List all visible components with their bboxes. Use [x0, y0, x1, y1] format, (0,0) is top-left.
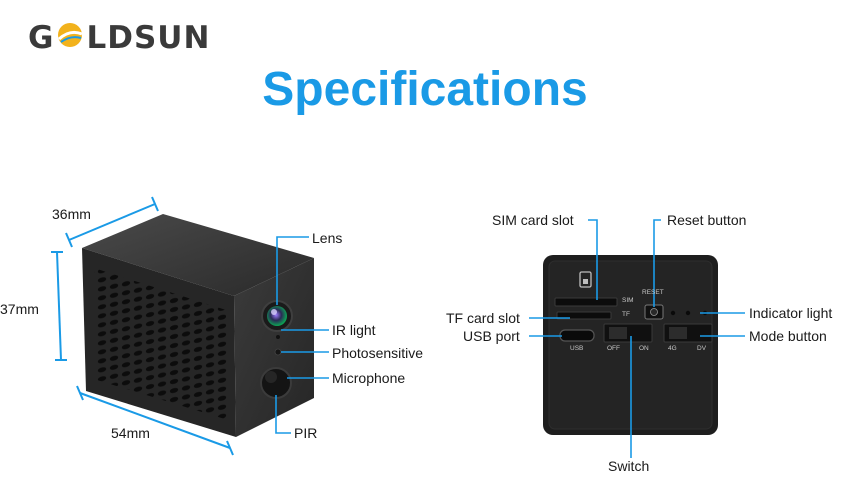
usb-mark: USB [570, 345, 584, 352]
right-callout-lines [529, 219, 745, 458]
sim-mark: SIM [622, 297, 634, 304]
microphone-label: Microphone [332, 370, 406, 386]
reset-mark: RESET [642, 289, 664, 296]
ir-light-label: IR light [332, 322, 376, 338]
lens-label: Lens [312, 230, 343, 246]
camera-body [82, 214, 314, 437]
4g-mark: 4G [668, 345, 677, 352]
pir-label: PIR [294, 425, 318, 441]
depth-dimension: 36mm [52, 206, 91, 222]
on-mark: ON [639, 345, 649, 352]
usb-port-label: USB port [463, 328, 520, 344]
page-title: Specifications [262, 63, 588, 116]
photosensitive-label: Photosensitive [332, 345, 424, 361]
dv-mark: DV [697, 345, 707, 352]
logo-letters: LDSUN [86, 20, 211, 56]
sim-card-icon [579, 271, 592, 288]
tf-mark: TF [622, 311, 630, 318]
dimension-lines [51, 196, 234, 456]
sim-card-slot-label: SIM card slot [492, 212, 574, 228]
reset-button-label: Reset button [667, 212, 747, 228]
indicator-light-label: Indicator light [749, 305, 833, 321]
tf-card-slot-label: TF card slot [446, 310, 520, 326]
mode-button-label: Mode button [749, 328, 827, 344]
brand-logo: G LDSUN [28, 18, 210, 58]
sun-icon [55, 20, 85, 60]
left-callout-lines [275, 236, 329, 434]
switch-label: Switch [608, 458, 650, 474]
off-mark: OFF [607, 345, 620, 352]
lens-icon [267, 306, 287, 326]
logo-letter-g: G [28, 20, 55, 56]
width-dimension: 54mm [111, 425, 150, 441]
height-dimension: 37mm [0, 301, 39, 317]
